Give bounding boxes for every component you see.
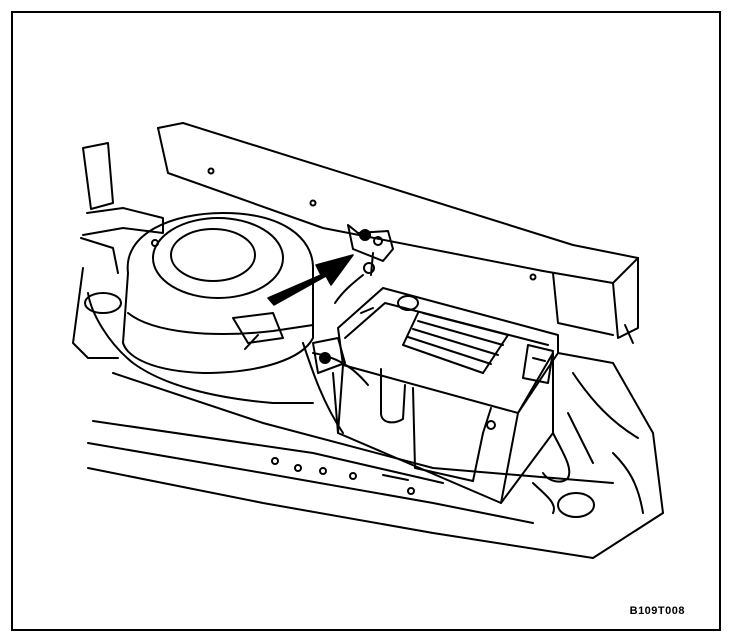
fender-rail <box>157 122 639 344</box>
hold-down-bracket <box>334 224 394 304</box>
shock-tower <box>122 212 314 374</box>
figure-code: B109T008 <box>629 605 685 617</box>
left-bracket <box>72 142 164 359</box>
figure-frame: B109T008 <box>11 11 721 631</box>
engine-bay-drawing <box>72 122 664 559</box>
battery-cables <box>302 342 595 518</box>
apron-holes <box>271 457 415 495</box>
right-panel <box>557 352 664 559</box>
battery <box>312 287 559 504</box>
inner-apron <box>84 292 614 559</box>
pointer-arrow <box>267 254 354 306</box>
